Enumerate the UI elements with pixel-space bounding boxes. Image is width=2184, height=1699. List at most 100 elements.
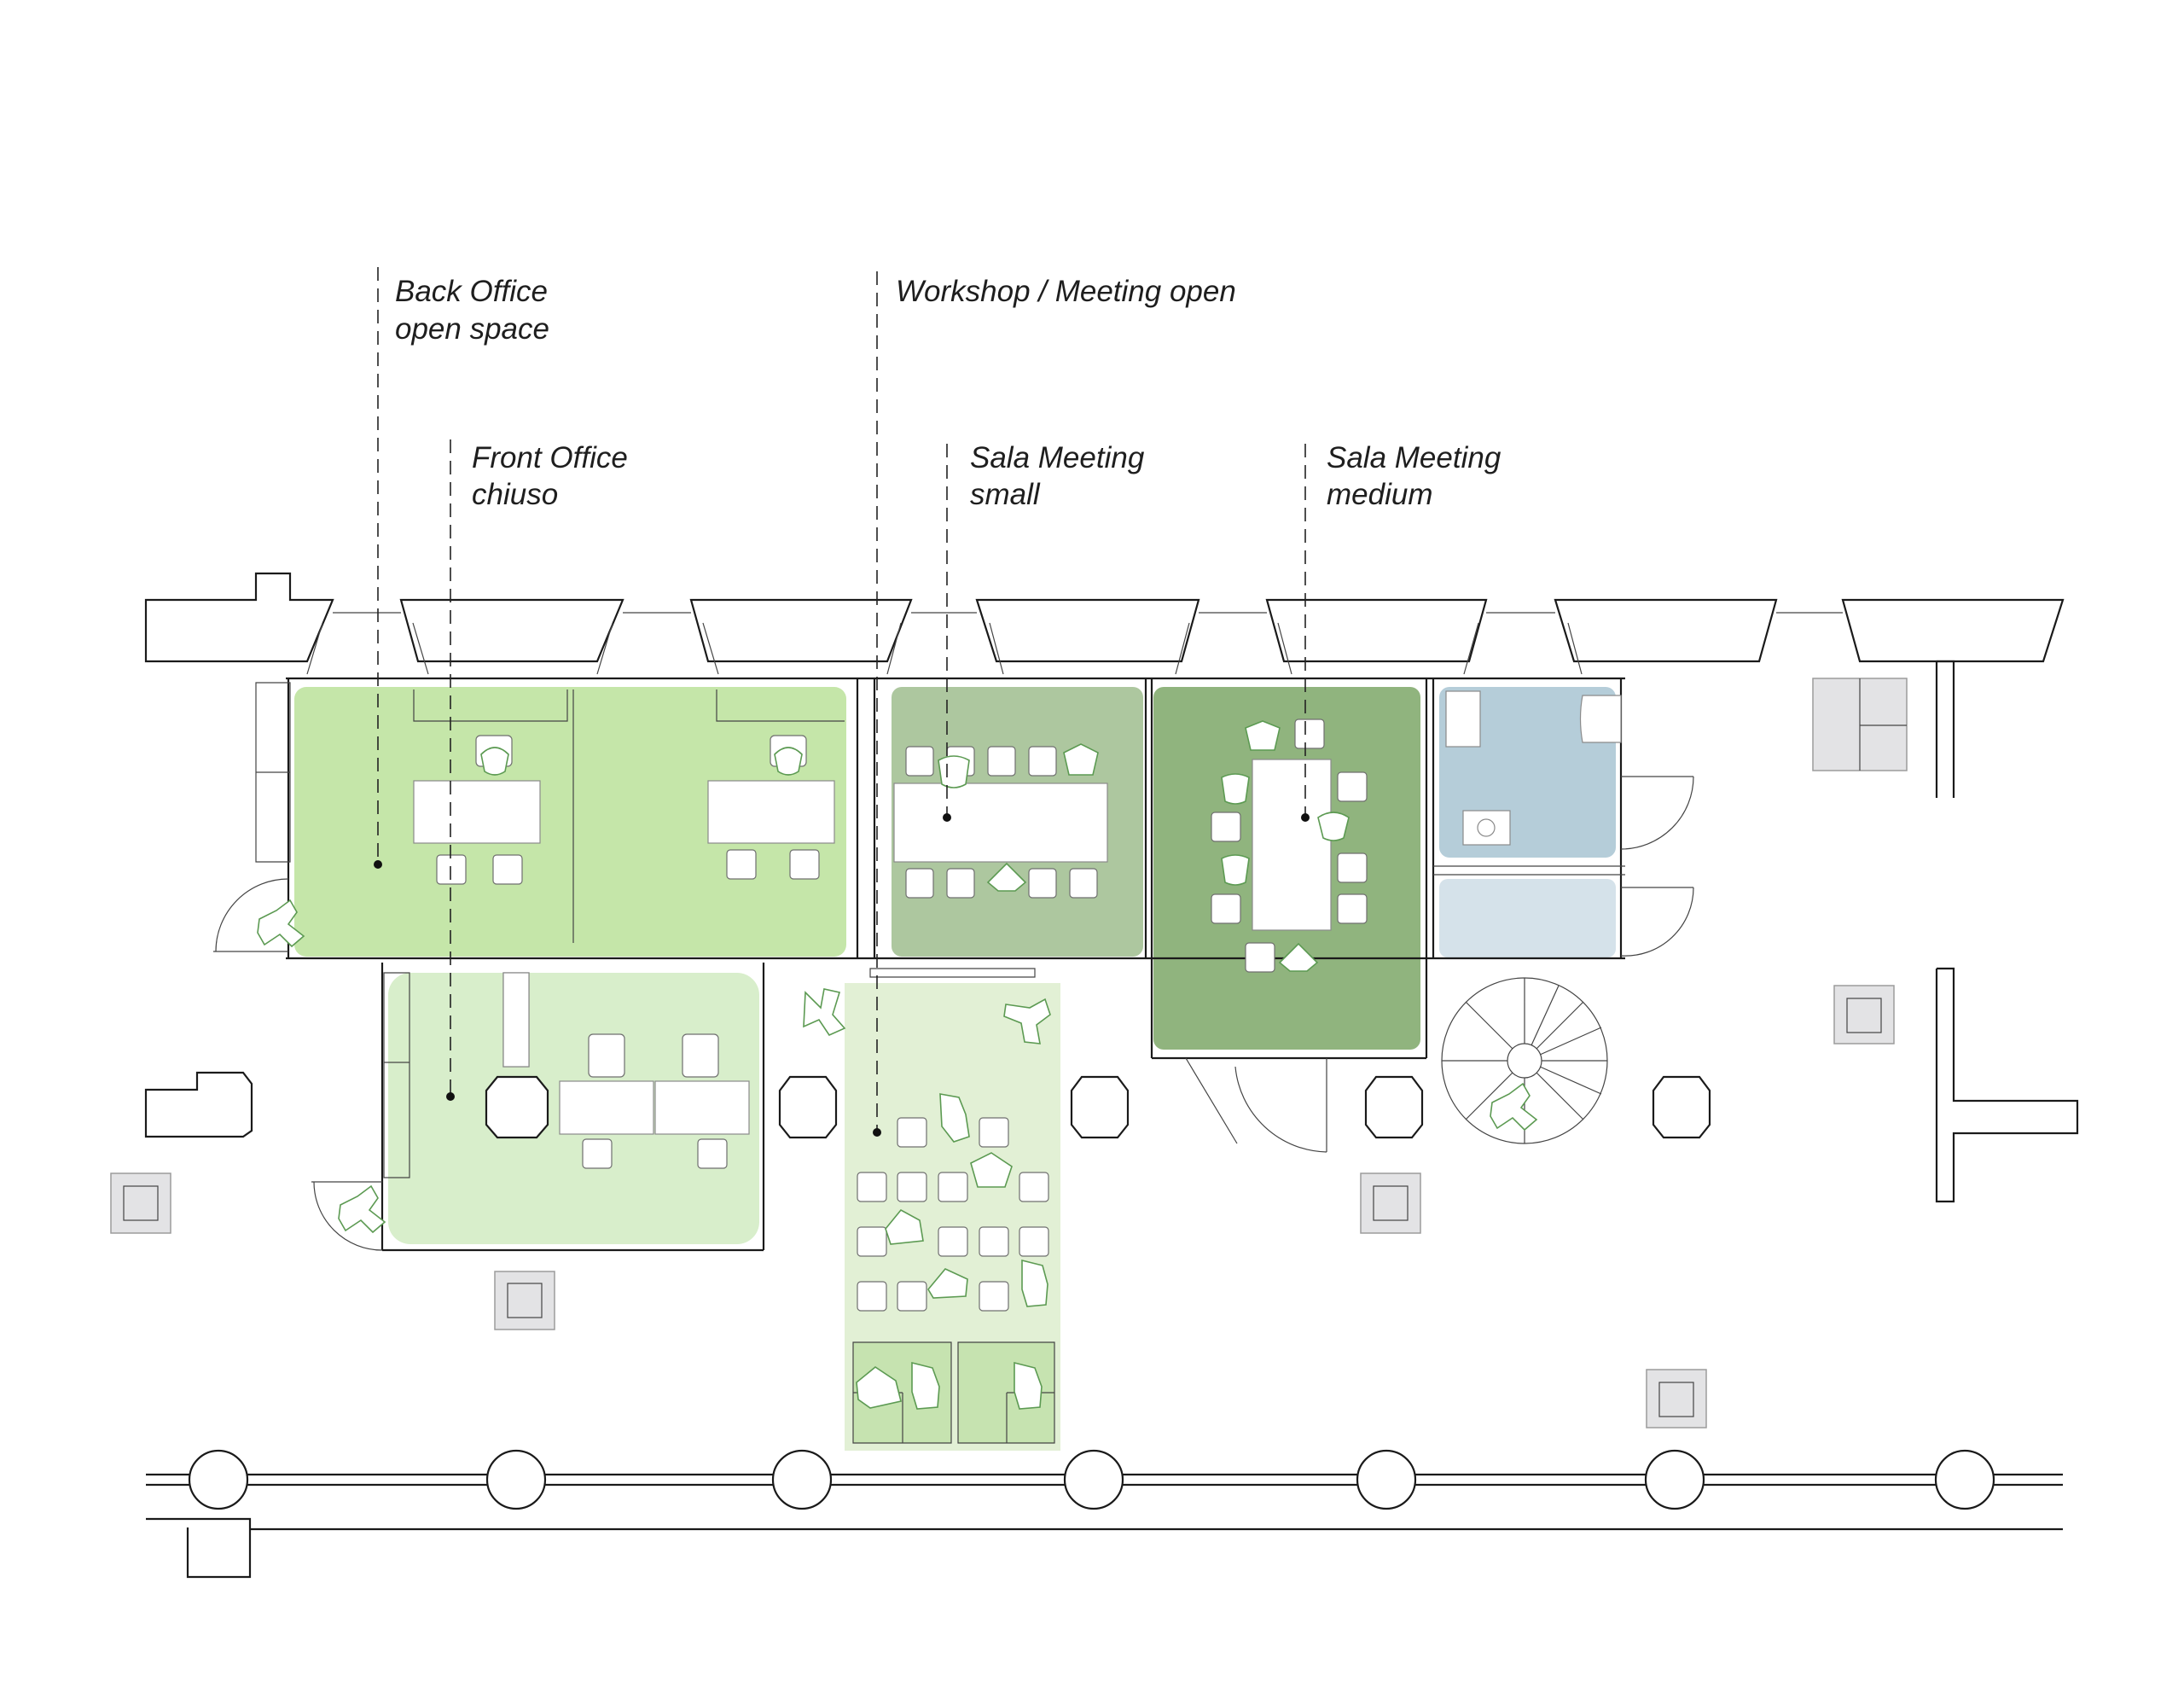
chair-icon	[905, 746, 934, 777]
person-icon	[927, 1268, 968, 1299]
chair-icon	[897, 1117, 927, 1148]
pier-icon	[110, 1172, 171, 1234]
person-icon	[803, 988, 846, 1037]
pier-icon	[1833, 985, 1895, 1044]
chair-icon	[1211, 893, 1241, 924]
chair-icon	[436, 854, 467, 885]
table-icon	[413, 780, 541, 844]
chair-icon	[979, 1117, 1009, 1148]
chair-icon	[697, 1138, 728, 1169]
person-icon	[257, 899, 305, 948]
zone-back-office[interactable]	[294, 687, 846, 957]
person-icon	[938, 755, 970, 788]
person-icon	[774, 747, 803, 776]
column-icon	[1070, 1075, 1130, 1139]
facade-columns	[188, 1449, 1995, 1510]
column-icon	[1063, 1449, 1124, 1510]
chair-icon	[905, 868, 934, 899]
chair-icon	[938, 1226, 968, 1257]
chair-icon	[1069, 868, 1098, 899]
pier-icon	[1360, 1172, 1421, 1234]
column-icon	[1356, 1449, 1417, 1510]
pier-icon	[1646, 1369, 1707, 1428]
label-back-office: Back Office open space	[395, 275, 556, 346]
label-workshop: Workshop / Meeting open	[896, 275, 1236, 308]
door-icon[interactable]	[1620, 887, 1694, 957]
person-icon	[939, 1093, 970, 1143]
leader-lines	[374, 267, 1310, 1137]
chair-icon	[857, 1281, 887, 1312]
column-icon	[1934, 1449, 1995, 1510]
chair-icon	[979, 1226, 1009, 1257]
table-icon	[707, 780, 835, 844]
column-icon	[778, 1075, 838, 1139]
chair-icon	[897, 1281, 927, 1312]
person-icon	[856, 1366, 902, 1409]
person-icon	[338, 1184, 386, 1234]
door-icon[interactable]	[311, 1181, 383, 1251]
chair-icon	[1028, 746, 1057, 777]
person-icon	[970, 1152, 1013, 1188]
person-icon	[1317, 812, 1350, 841]
chair-icon	[1028, 868, 1057, 899]
table-icon	[1252, 759, 1332, 931]
chair-icon	[1019, 1172, 1049, 1202]
person-icon	[1221, 773, 1250, 805]
chair-icon	[857, 1226, 887, 1257]
chair-icon	[1245, 942, 1275, 973]
table-icon	[559, 1080, 654, 1135]
person-icon	[480, 747, 509, 776]
spiral-stair-icon[interactable]	[1441, 977, 1608, 1144]
furniture	[413, 689, 1332, 1135]
chair-icon	[582, 1138, 613, 1169]
person-icon	[1490, 1082, 1538, 1132]
column-icon	[188, 1449, 249, 1510]
chair-icon	[897, 1172, 927, 1202]
people	[257, 720, 1538, 1410]
partitions	[255, 677, 1625, 1252]
chair-icon	[1211, 812, 1241, 842]
chair-icon	[492, 854, 523, 885]
table-icon	[654, 1080, 750, 1135]
chair-icon	[1337, 771, 1368, 802]
label-meeting-medium: Sala Meeting medium	[1327, 441, 1509, 511]
column-icon	[1652, 1075, 1711, 1139]
person-icon	[1221, 854, 1250, 886]
column-icon	[771, 1449, 833, 1510]
chair-icon	[1337, 893, 1368, 924]
label-front-office: Front Office chiuso	[472, 441, 636, 511]
person-icon	[1245, 720, 1281, 751]
person-icon	[1003, 998, 1051, 1044]
door-icon[interactable]	[1185, 1057, 1327, 1153]
chair-icon	[857, 1172, 887, 1202]
zone-storage[interactable]	[1439, 879, 1616, 957]
space-labels: Back Office open space Workshop / Meetin…	[395, 275, 1509, 511]
pier-icon	[494, 1271, 555, 1330]
doors	[213, 776, 1694, 1251]
wc-fixtures	[1445, 690, 1622, 846]
chair-icon	[789, 849, 820, 880]
person-icon	[1014, 1361, 1043, 1410]
chair-icon	[987, 746, 1016, 777]
chair-icon	[682, 1033, 719, 1078]
door-icon[interactable]	[213, 878, 289, 952]
chair-icon	[938, 1172, 968, 1202]
wc-icon	[1445, 690, 1481, 748]
chair-icon	[1337, 852, 1368, 883]
door-icon[interactable]	[1620, 776, 1694, 850]
chair-icon	[979, 1281, 1009, 1312]
columns	[110, 678, 1908, 1428]
chair-icon	[726, 849, 757, 880]
person-icon	[885, 1208, 924, 1245]
chairs	[436, 719, 1368, 1312]
person-icon	[1063, 743, 1099, 776]
chair-icon	[946, 868, 975, 899]
column-icon	[485, 1449, 547, 1510]
chair-icon	[1294, 719, 1325, 749]
label-meeting-small: Sala Meeting small	[970, 441, 1153, 511]
person-icon	[911, 1361, 940, 1410]
column-icon	[485, 1075, 549, 1139]
person-icon	[1278, 942, 1319, 972]
person-icon	[1021, 1259, 1048, 1307]
